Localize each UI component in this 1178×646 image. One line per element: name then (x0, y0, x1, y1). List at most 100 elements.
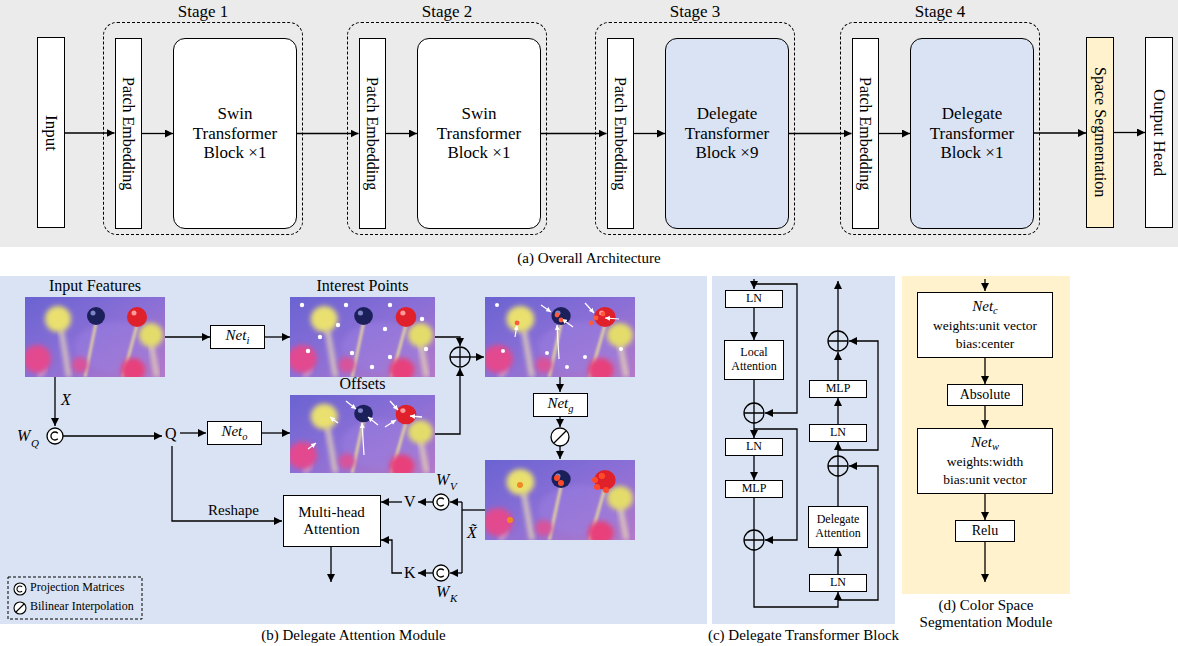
drawing-part (388, 303, 392, 307)
subscript: Q (31, 437, 39, 449)
subscript: V (450, 480, 457, 492)
box-label: LN (746, 291, 762, 305)
box-text: Delegate Transformer Block ×9 (675, 104, 779, 163)
network-box: Netwweights:widthbias:unit vector (917, 428, 1053, 494)
drawing-part (585, 303, 594, 313)
box-label: weights:width (947, 454, 1024, 469)
box-label: Input (42, 115, 61, 151)
arrow-connector (1114, 132, 1145, 133)
drawing-part (362, 423, 364, 455)
stage-label: Stage 2 (419, 2, 476, 21)
transformer-block: Swin Transformer Block ×1 (417, 38, 541, 229)
drawing-part (308, 443, 316, 449)
box-text: Space Segmentation (1091, 67, 1109, 197)
box-text: LN (746, 292, 762, 306)
box-text: Relu (972, 523, 998, 539)
text-line: Swin Transformer Block ×1 (427, 104, 531, 163)
text-line: LN (746, 440, 762, 454)
drawing-part (350, 351, 354, 355)
box-label: Delegate Attention (815, 512, 860, 540)
drawing-part (450, 347, 470, 367)
box-text: Netcweights:unit vectorbias:center (933, 298, 1037, 352)
subscript: c (993, 305, 998, 316)
drawing-part (744, 403, 764, 423)
sampled-dots (507, 473, 609, 523)
drawing-part (555, 313, 560, 318)
legend-text: Bilinear Interpolation (30, 600, 134, 613)
arrow-connector (984, 494, 985, 520)
text-line: Local Attention (728, 346, 780, 374)
drawing-part (545, 351, 549, 355)
panel: (d) Color Space Segmentation ModuleNetcw… (902, 276, 1070, 594)
drawing-part (346, 401, 356, 409)
stage-group: Stage 3Patch EmbeddingDelegate Transform… (595, 22, 795, 235)
text-line: weights:width (943, 453, 1027, 470)
attention-box: Local Attention (724, 340, 784, 380)
network-box: Netcweights:unit vectorbias:center (917, 292, 1053, 358)
drawing-part (318, 335, 322, 339)
box-label: Swin Transformer Block ×1 (437, 104, 521, 162)
matrix-label: W (17, 427, 30, 445)
box-text: Patch Embedding (119, 77, 137, 190)
text-line: Relu (972, 523, 998, 539)
attention-box: Multi-head Attention (283, 495, 381, 547)
subscript: i (246, 335, 249, 346)
variable-label: X (61, 391, 71, 409)
arrow-connector (837, 398, 838, 424)
drawing-part (410, 416, 422, 417)
drawing-part (558, 480, 564, 486)
box-text: Local Attention (728, 346, 780, 374)
projection-symbol (47, 428, 449, 581)
box-text: LN (830, 426, 846, 440)
box-text: MLP (742, 482, 767, 496)
subscript: w (992, 441, 999, 452)
mlp-box: MLP (725, 480, 783, 498)
image-frame: Interest Points (290, 297, 435, 377)
box-text: Swin Transformer Block ×1 (427, 104, 531, 163)
drawing-part (984, 542, 985, 582)
drawing-part (424, 347, 428, 351)
panel-caption: (d) Color Space Segmentation Module (911, 597, 1061, 631)
arrow-connector (879, 133, 911, 134)
box-label: Net (226, 327, 247, 343)
text-line: Patch Embedding (856, 77, 874, 190)
stage-label: Stage 1 (175, 2, 232, 21)
text-line: Patch Embedding (611, 77, 629, 190)
stage-label: Stage 3 (667, 2, 724, 21)
box-label: Relu (972, 523, 998, 538)
interpolated-image (483, 460, 635, 545)
drawing-part (462, 509, 485, 510)
transformer-block: Swin Transformer Block ×1 (173, 38, 297, 229)
drawing-part (828, 456, 848, 476)
panel-caption: (b) Delegate Attention Module (261, 627, 446, 644)
box-label: Patch Embedding (120, 77, 137, 190)
drawing-part (437, 498, 444, 506)
text-line: MLP (742, 482, 767, 496)
panel-ground (712, 276, 895, 624)
box-label: Net (972, 298, 993, 314)
drawing-part (565, 365, 569, 369)
stage-group: Stage 1Patch EmbeddingSwin Transformer B… (103, 22, 303, 235)
drawing-part (837, 281, 838, 331)
arrow-connector (541, 133, 607, 134)
drawing-part (383, 327, 387, 331)
arrow-connector (165, 336, 210, 337)
box-label: Output Head (1150, 89, 1169, 176)
drawing-part (450, 501, 462, 502)
patch-embedding-box: Patch Embedding (359, 38, 386, 229)
process-box: Absolute (947, 384, 1023, 406)
drawing-part (388, 355, 392, 359)
variable-label: Q (165, 425, 177, 443)
arrow-connector (753, 456, 754, 480)
image-frame: Offsets (290, 395, 435, 473)
variable-label: X̃ (467, 524, 477, 542)
text-line: Input (41, 115, 61, 151)
panel: (a) Overall ArchitectureInputStage 1Patc… (0, 0, 1178, 247)
norm-box: LN (809, 424, 867, 442)
panel-ground (902, 276, 1070, 594)
box-text: MLP (826, 382, 851, 396)
network-box: Neto (207, 421, 262, 445)
drawing-part (51, 432, 58, 440)
text-line: Neto (221, 423, 247, 442)
text-line: Netc (933, 298, 1037, 317)
